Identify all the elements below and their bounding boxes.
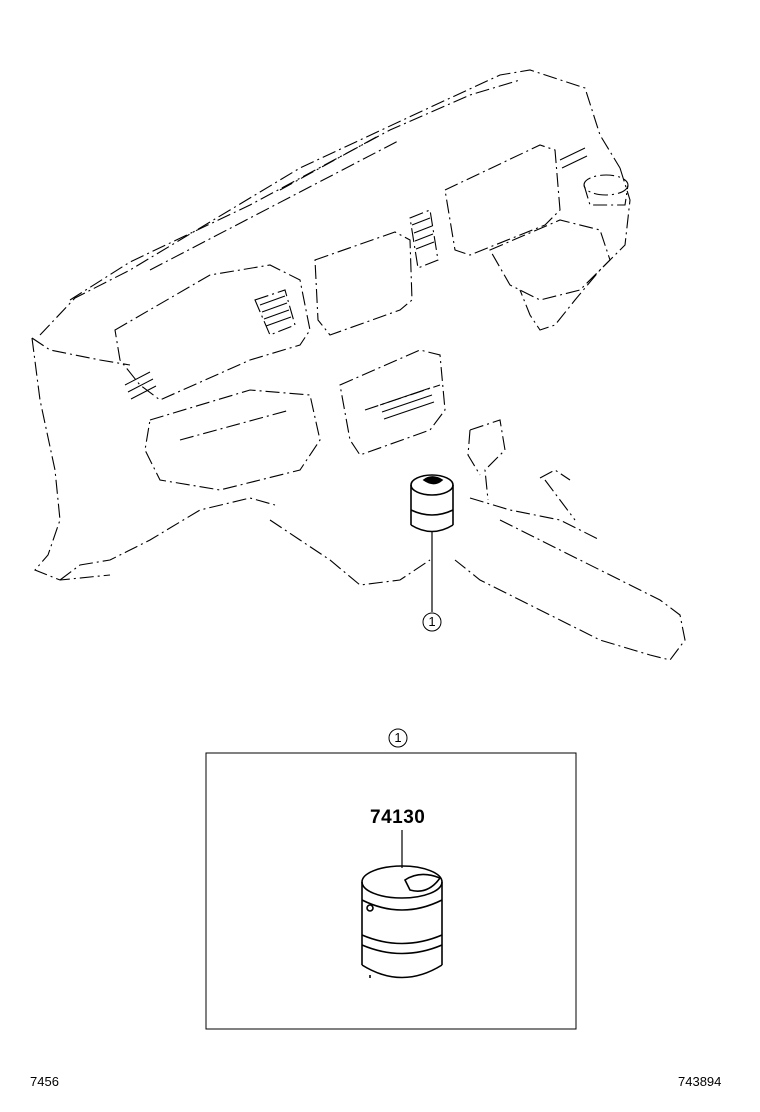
callout-circle bbox=[422, 612, 442, 632]
callout-label: 1 bbox=[428, 614, 436, 629]
ashtray-icon bbox=[361, 865, 443, 979]
vent-louvers bbox=[124, 147, 588, 420]
instrument-panel-details bbox=[114, 134, 629, 501]
part-number: 74130 bbox=[370, 807, 426, 828]
detail-callout-circle bbox=[388, 728, 408, 748]
detail-callout-label: 1 bbox=[394, 730, 402, 745]
installed-ashtray-icon bbox=[410, 474, 454, 533]
instrument-panel-outline bbox=[31, 69, 686, 661]
footer-left-code: 7456 bbox=[30, 1074, 59, 1089]
footer-right-code: 743894 bbox=[678, 1074, 722, 1089]
detail-box bbox=[205, 752, 577, 1030]
